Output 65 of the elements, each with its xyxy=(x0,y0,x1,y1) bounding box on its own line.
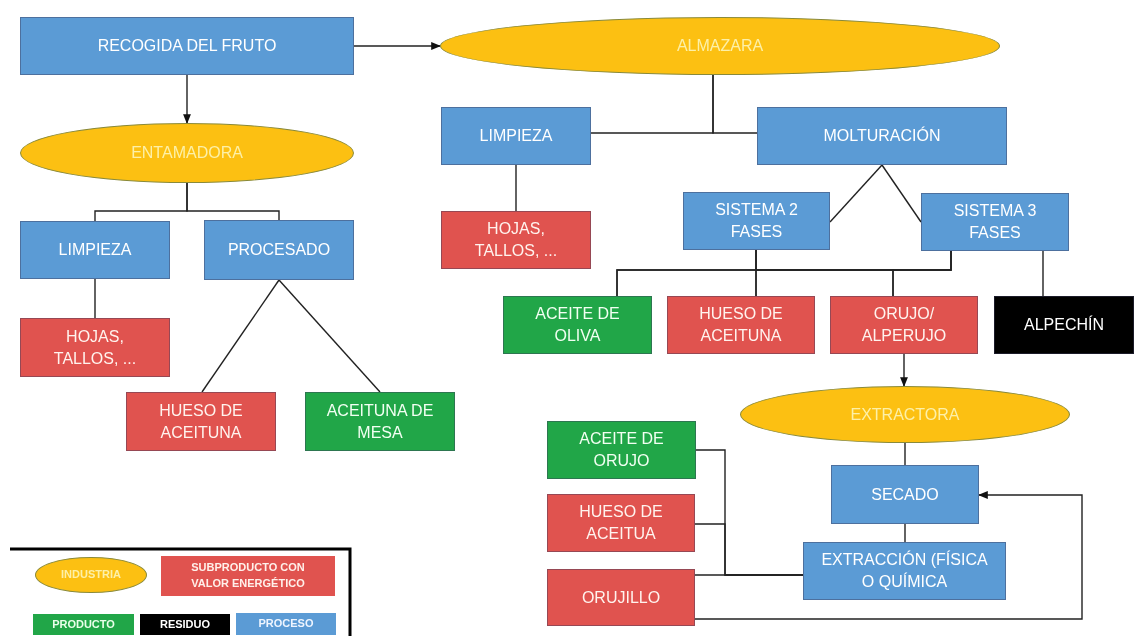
legend-label: INDUSTRIA xyxy=(61,567,121,583)
node-label: RECOGIDA DEL FRUTO xyxy=(97,36,277,57)
connector-line xyxy=(94,278,96,319)
process-box xyxy=(831,465,979,524)
product-box xyxy=(547,421,696,479)
node-label: ACEITE DE ORUJO xyxy=(578,429,665,471)
byproduct-box xyxy=(830,296,978,354)
legend-label: SUBPRODUCTO CON VALOR ENERGÉTICO xyxy=(190,560,306,591)
node-label: EXTRACCIÓN (FÍSICA O QUÍMICA xyxy=(820,549,989,592)
residue-box xyxy=(994,296,1134,354)
legend-label: RESIDUO xyxy=(159,616,211,632)
connector-line xyxy=(904,442,906,466)
byproduct-box xyxy=(547,494,695,552)
process-box xyxy=(921,193,1069,251)
legend-label: PROCESO xyxy=(258,616,314,632)
node-label: HUESO DE ACEITUNA xyxy=(158,400,244,443)
process-box xyxy=(204,220,354,280)
process-box xyxy=(683,192,830,250)
process-box xyxy=(20,17,354,75)
node-label: ORUJO/ ALPERUJO xyxy=(860,304,948,346)
node-label: ALPECHÍN xyxy=(1024,314,1104,336)
byproduct-box xyxy=(441,211,591,269)
arrow xyxy=(694,491,1083,620)
arrow xyxy=(183,74,191,124)
node-label: ALMAZARA xyxy=(676,36,764,57)
connector-line xyxy=(881,164,922,223)
process-box xyxy=(803,542,1006,600)
product-box xyxy=(305,392,455,451)
node-label: SECADO xyxy=(871,484,939,505)
connector-line xyxy=(712,74,758,134)
node-label: HUESO DE ACEITUNA xyxy=(698,304,784,346)
connector-line xyxy=(1042,250,1044,297)
node-label: HUESO DE ACEITUA xyxy=(578,502,664,544)
connector-line xyxy=(201,279,280,393)
product-box xyxy=(503,296,652,354)
byproduct-box xyxy=(547,569,695,626)
connector-line xyxy=(892,250,952,297)
node-label: ENTAMADORA xyxy=(131,143,243,164)
byproduct-box xyxy=(667,296,815,354)
connector-line xyxy=(278,279,381,393)
process-box xyxy=(20,221,170,279)
node-label: PROCESADO xyxy=(227,240,331,261)
node-label: LIMPIEZA xyxy=(479,126,553,147)
connector-line xyxy=(515,164,517,212)
node-label: HOJAS, TALLOS, ... xyxy=(52,326,138,369)
node-label: SISTEMA 3 FASES xyxy=(952,201,1038,243)
process-box xyxy=(441,107,591,165)
node-label: ACEITUNA DE MESA xyxy=(325,400,435,443)
connector-line xyxy=(904,523,906,543)
byproduct-box xyxy=(126,392,276,451)
connector-line xyxy=(186,182,280,221)
arrow xyxy=(353,42,441,50)
node-label: SISTEMA 2 FASES xyxy=(714,200,799,242)
legend-label: PRODUCTO xyxy=(52,616,115,632)
byproduct-box xyxy=(20,318,170,377)
arrow xyxy=(900,353,908,387)
node-label: ORUJILLO xyxy=(581,587,661,608)
node-label: EXTRACTORA xyxy=(850,404,960,425)
node-label: HOJAS, TALLOS, ... xyxy=(473,219,559,261)
node-label: LIMPIEZA xyxy=(58,240,132,261)
node-label: MOLTURACIÓN xyxy=(823,125,941,147)
connector-line xyxy=(694,574,804,576)
connector-line xyxy=(829,164,883,223)
node-label: ACEITE DE OLIVA xyxy=(534,304,621,346)
process-box xyxy=(757,107,1007,165)
